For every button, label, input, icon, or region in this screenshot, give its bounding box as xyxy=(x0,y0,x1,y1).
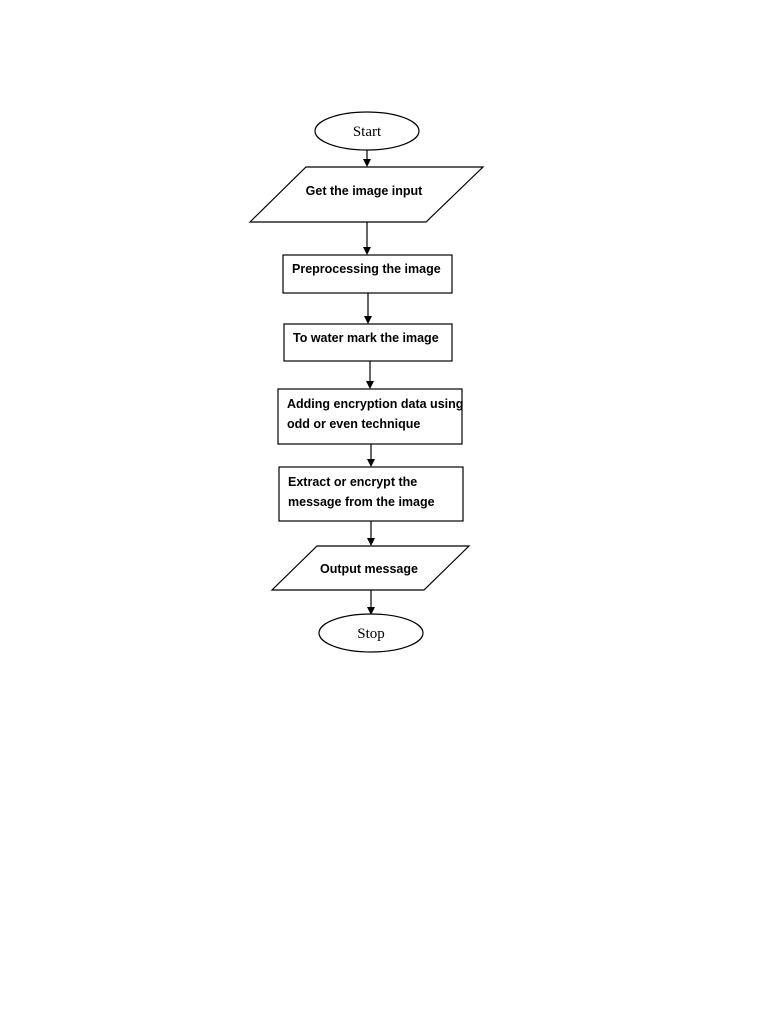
start-terminator: Start xyxy=(314,111,420,151)
input-step: Get the image input xyxy=(248,166,485,223)
arrow-encrypt-to-extract xyxy=(367,444,375,467)
arrow-watermark-to-encrypt xyxy=(366,361,374,389)
watermark-step: To water mark the image xyxy=(283,323,453,362)
stop-terminator: Stop xyxy=(318,613,424,653)
arrow-output-to-stop xyxy=(367,590,375,615)
extract-label-line2: message from the image xyxy=(288,495,435,509)
output-step: Output message xyxy=(270,545,471,591)
start-label: Start xyxy=(353,124,382,140)
stop-label: Stop xyxy=(357,626,385,642)
arrow-input-to-preprocess xyxy=(363,222,371,255)
watermark-label: To water mark the image xyxy=(293,331,439,345)
extract-label-line1: Extract or encrypt the xyxy=(288,475,417,489)
preprocess-label: Preprocessing the image xyxy=(292,262,441,276)
extract-step: Extract or encrypt the message from the … xyxy=(278,466,464,522)
output-label: Output message xyxy=(320,562,418,576)
arrow-start-to-input xyxy=(363,150,371,167)
encrypt-label-line2: odd or even technique xyxy=(287,417,420,431)
preprocess-step: Preprocessing the image xyxy=(282,254,453,294)
arrow-extract-to-output xyxy=(367,521,375,546)
encrypt-label-line1: Adding encryption data using xyxy=(287,397,463,411)
input-label: Get the image input xyxy=(306,184,424,198)
arrow-preprocess-to-watermark xyxy=(364,293,372,324)
encrypt-step: Adding encryption data using odd or even… xyxy=(277,388,463,445)
